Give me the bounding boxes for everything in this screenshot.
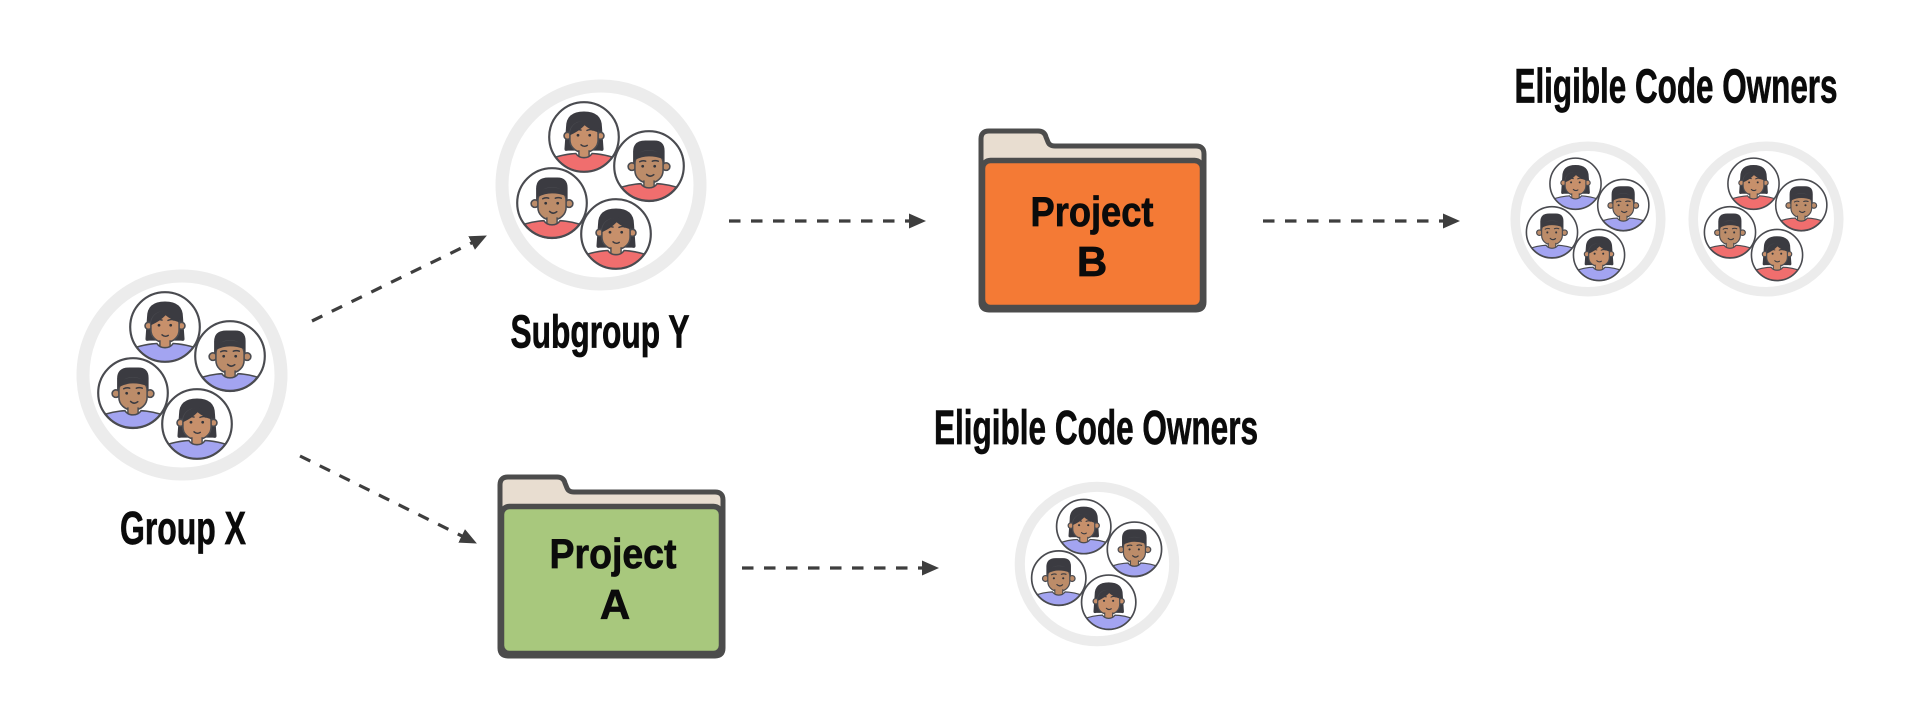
svg-text:Subgroup Y: Subgroup Y [511, 306, 690, 358]
svg-text:Group X: Group X [120, 502, 246, 554]
svg-text:A: A [600, 581, 630, 628]
svg-text:Project: Project [1031, 188, 1154, 235]
svg-text:Eligible Code Owners: Eligible Code Owners [1515, 61, 1838, 114]
svg-text:B: B [1077, 238, 1107, 285]
svg-text:Eligible Code Owners: Eligible Code Owners [934, 402, 1258, 455]
svg-text:Project: Project [550, 530, 677, 577]
